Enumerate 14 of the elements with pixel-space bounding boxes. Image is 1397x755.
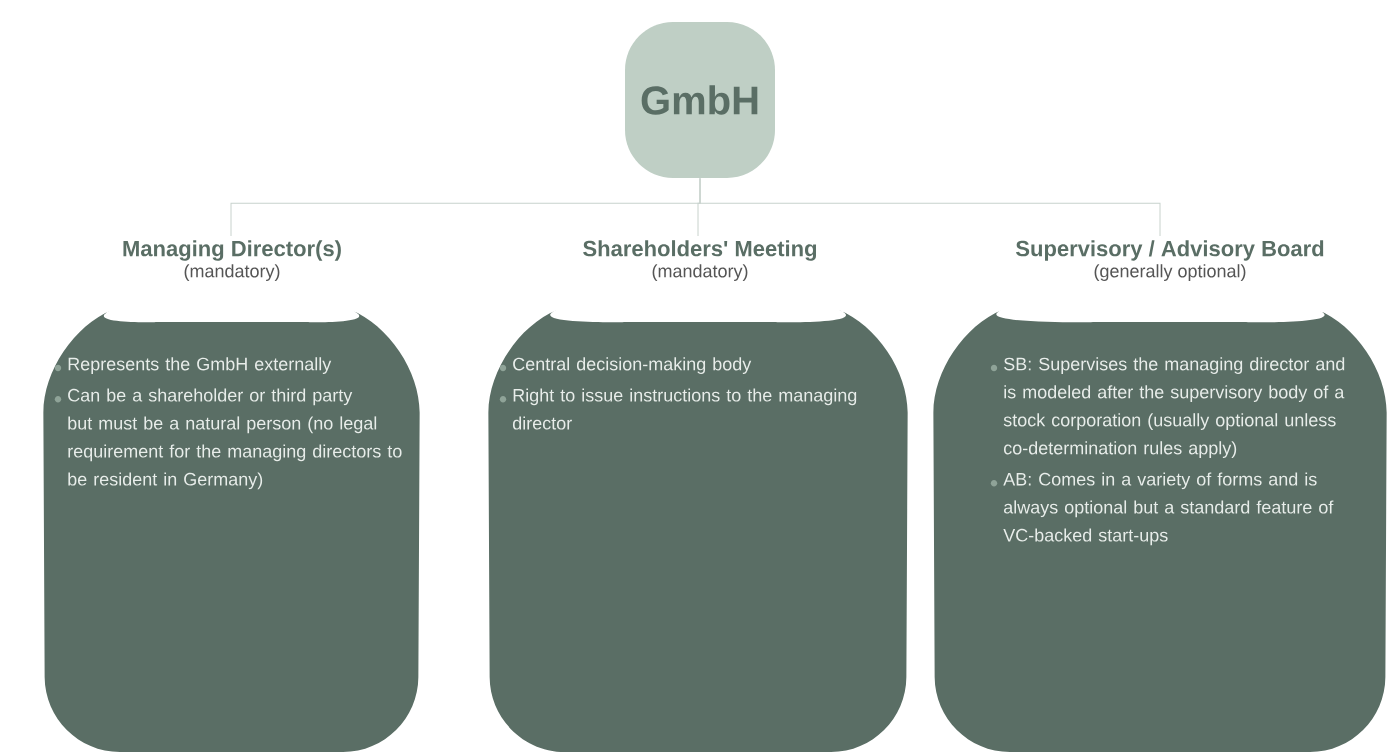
root-box: GmbH bbox=[625, 22, 775, 178]
bullet-text: Represents the GmbH externally bbox=[68, 357, 332, 374]
bullet-text: Central decision-making body bbox=[513, 357, 752, 374]
connector-line bbox=[699, 177, 1161, 237]
bullet-text: Can be a shareholder or third party but must be a natural person (no legal requirement for the managing directors to be resident in Germany) bbox=[68, 388, 402, 490]
subheading: (generally optional) bbox=[1094, 264, 1246, 281]
heading: Shareholders' Meeting bbox=[583, 240, 817, 261]
subheading: (mandatory) bbox=[184, 264, 280, 281]
bullet-text: AB: Comes in a variety of forms and is always optional but a standard feature of VC-backed start-ups bbox=[1003, 472, 1334, 546]
bullet-text: SB: Supervises the managing director and is modeled after the supervisory body of a stock corporation (usually optional unless co-determination rules apply) bbox=[1003, 357, 1345, 458]
heading: Managing Director(s) bbox=[123, 240, 341, 261]
bullet-text: Right to issue instructions to the managing director bbox=[512, 388, 857, 430]
heading: Supervisory / Advisory Board bbox=[1016, 240, 1324, 261]
subheading: (mandatory) bbox=[652, 264, 748, 281]
